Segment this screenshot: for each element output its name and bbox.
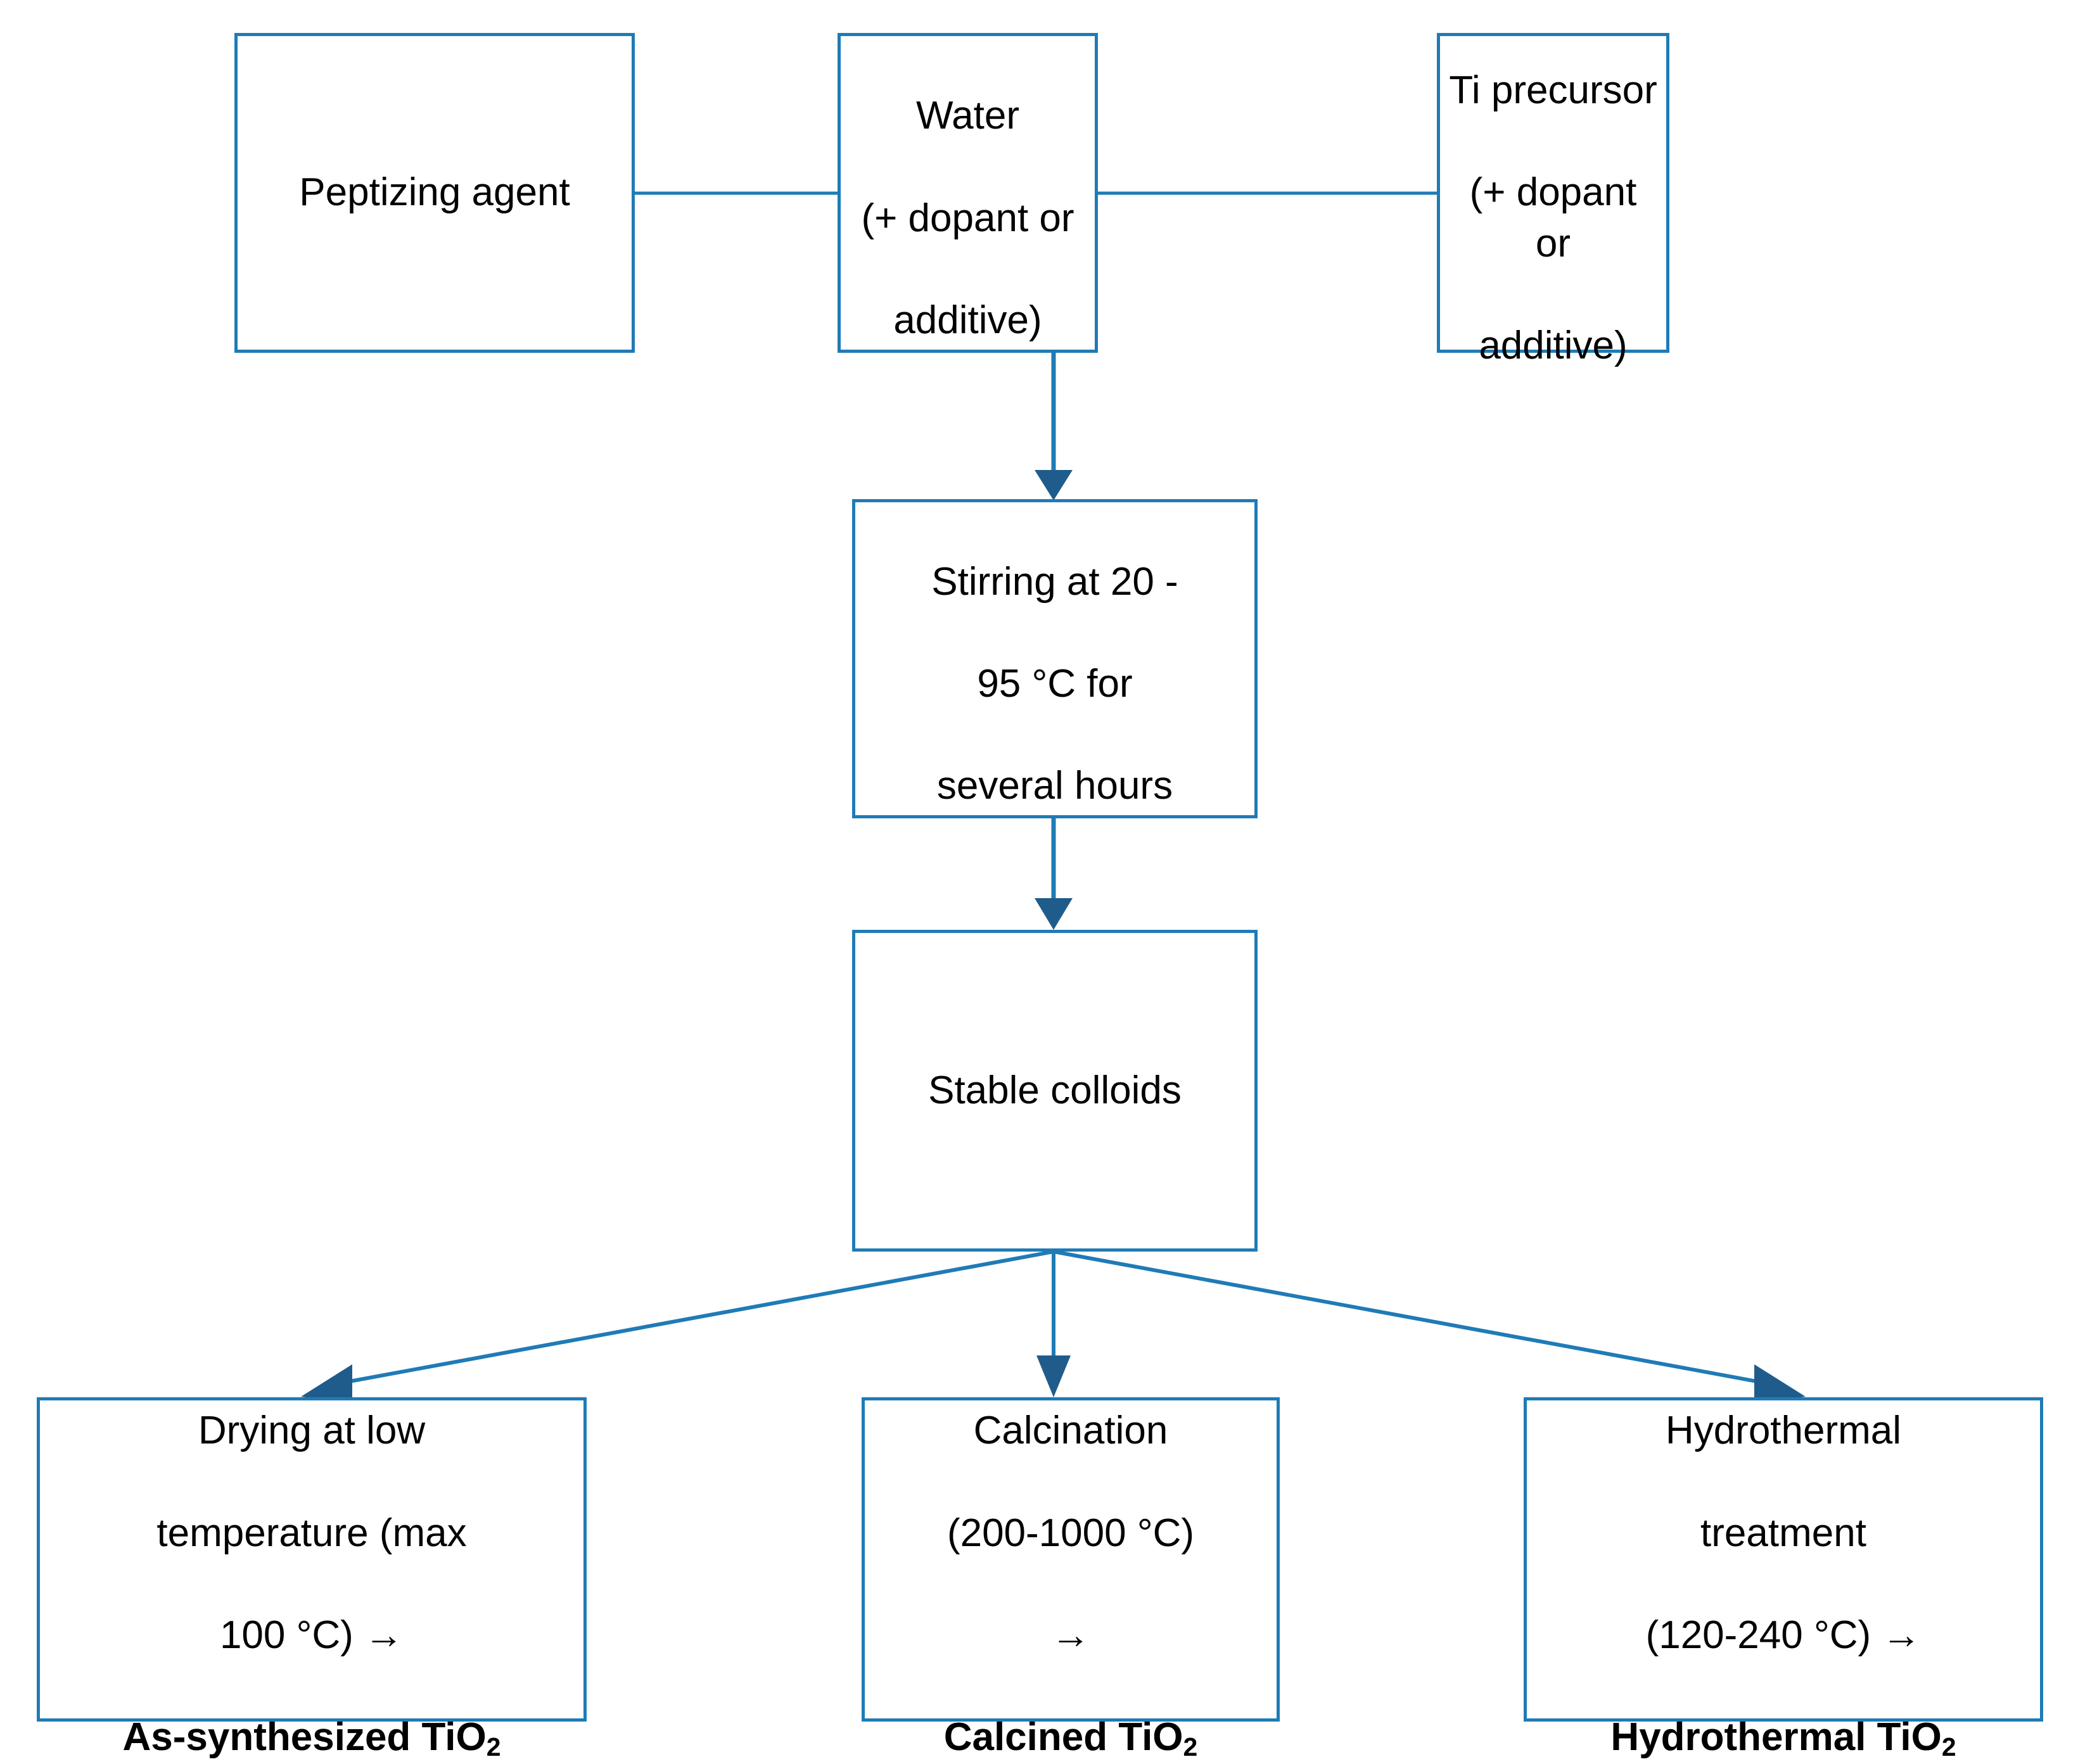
node-stirring-line3: several hours (936, 764, 1173, 808)
connector-water-to-stirring (1035, 352, 1073, 500)
node-calcination[interactable]: Calcination (200-1000 °C) → Calcined TiO… (862, 1397, 1280, 1761)
node-hydrothermal-product-subscript: 2 (1941, 1732, 1956, 1761)
node-water-label: Water (+ dopant or additive) (852, 40, 1083, 346)
node-drying-product-text: As-synthesized TiO (122, 1715, 487, 1759)
node-stirring-line2: 95 °C for (977, 662, 1133, 706)
node-drying[interactable]: Drying at low temperature (max 100 °C) →… (37, 1397, 587, 1761)
connector-colloids-to-hydrothermal (1053, 1250, 1806, 1404)
node-stirring-label: Stirring at 20 - 95 °C for several hours (922, 505, 1187, 812)
node-hydrothermal-line2: treatment (1700, 1511, 1866, 1555)
node-drying-line1: Drying at low (198, 1409, 426, 1453)
node-ti-precursor-label: Ti precursor (+ dopant or additive) (1440, 14, 1666, 371)
node-calcination-label: Calcination (200-1000 °C) → Calcined TiO… (935, 1355, 1207, 1764)
node-water[interactable]: Water (+ dopant or additive) (838, 33, 1098, 353)
node-hydrothermal-product-text: Hydrothermal TiO (1610, 1715, 1942, 1759)
node-stable-colloids[interactable]: Stable colloids (852, 930, 1258, 1252)
node-calcination-line1: Calcination (973, 1409, 1168, 1453)
connector-stirring-to-stable-colloids (1035, 818, 1073, 930)
connector-colloids-to-drying (301, 1250, 1054, 1404)
node-peptizing-agent-label: Peptizing agent (299, 170, 570, 215)
node-drying-label: Drying at low temperature (max 100 °C) →… (114, 1355, 510, 1764)
node-calcination-product-subscript: 2 (1183, 1732, 1198, 1761)
node-hydrothermal-product: Hydrothermal TiO2 (1610, 1715, 1956, 1761)
node-ti-precursor-line2: (+ dopant or (1469, 170, 1637, 265)
node-calcination-line3: → (1050, 1613, 1090, 1657)
node-hydrothermal-line1: Hydrothermal (1665, 1409, 1902, 1453)
node-ti-precursor[interactable]: Ti precursor (+ dopant or additive) (1437, 33, 1669, 367)
node-ti-precursor-line1: Ti precursor (1449, 68, 1657, 113)
node-stirring-line1: Stirring at 20 - (931, 559, 1178, 604)
node-calcination-line2: (200-1000 °C) (947, 1511, 1195, 1555)
node-water-line2: (+ dopant or (861, 196, 1074, 240)
node-stable-colloids-label: Stable colloids (928, 1068, 1182, 1112)
node-peptizing-agent[interactable]: Peptizing agent (234, 33, 635, 353)
node-water-line3: additive) (893, 298, 1042, 342)
node-ti-precursor-line3: additive) (1479, 323, 1628, 367)
node-drying-product: As-synthesized TiO2 (122, 1715, 501, 1761)
node-drying-product-subscript: 2 (486, 1732, 501, 1761)
connector-colloids-to-calcination (1036, 1252, 1071, 1397)
node-hydrothermal[interactable]: Hydrothermal treatment (120-240 °C) → Hy… (1524, 1397, 2043, 1761)
node-calcination-product-text: Calcined TiO (943, 1715, 1183, 1759)
node-drying-line3: 100 °C) → (219, 1613, 404, 1657)
node-calcination-product: Calcined TiO2 (943, 1715, 1198, 1761)
node-hydrothermal-label: Hydrothermal treatment (120-240 °C) → Hy… (1602, 1355, 1965, 1764)
node-water-line1: Water (915, 94, 1020, 138)
node-hydrothermal-line3: (120-240 °C) → (1645, 1613, 1922, 1657)
node-stirring[interactable]: Stirring at 20 - 95 °C for several hours (852, 499, 1258, 818)
node-drying-line2: temperature (max (156, 1511, 467, 1555)
